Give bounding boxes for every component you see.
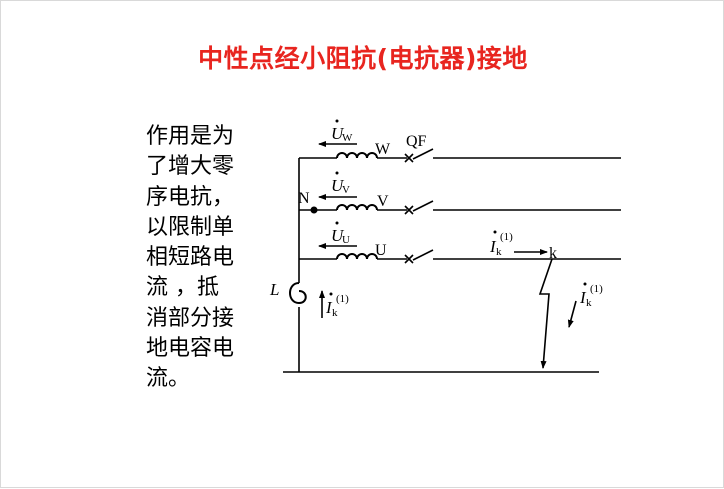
fault-current-symbol: I (489, 237, 497, 256)
description-line: 地电容电 (146, 336, 235, 362)
phase-v-label: V (377, 193, 389, 210)
fault-point-label: k (549, 245, 557, 262)
voltage-v-subscript: V (342, 184, 350, 196)
fault-current-superscript: (1) (500, 231, 513, 243)
inductor-coil (289, 282, 307, 305)
voltage-v-dot (335, 171, 339, 175)
description-line: 了增大零 (146, 154, 235, 180)
voltage-u-dot (335, 221, 339, 225)
description-line: 流。 (146, 366, 191, 392)
description-line: 序电抗， (146, 184, 235, 210)
winding-w (336, 152, 378, 159)
winding-v (336, 204, 378, 211)
voltage-v-symbol: U (331, 176, 345, 195)
phase-u-label: U (375, 242, 387, 259)
description-line: 相短路电 (146, 245, 235, 271)
voltage-w-subscript: W (342, 132, 353, 144)
fault-current-subscript: k (496, 246, 502, 258)
neutral-current-symbol: I (325, 298, 333, 317)
phase-w-label: W (375, 141, 391, 158)
neutral-label: N (298, 190, 310, 207)
fault-current-dot (493, 230, 497, 234)
ground-current-subscript: k (586, 297, 592, 309)
inductor-label: L (269, 280, 279, 299)
winding-u (336, 253, 378, 260)
voltage-w-symbol: U (331, 124, 345, 143)
breaker-label: QF (406, 133, 427, 150)
neutral-current-superscript: (1) (336, 293, 349, 305)
voltage-w-dot (335, 119, 339, 123)
breaker-w-blade (412, 148, 434, 160)
description-line: 作用是为 (146, 124, 235, 149)
voltage-u-symbol: U (331, 226, 345, 245)
neutral-current-subscript: k (332, 307, 338, 319)
breaker-v-blade (412, 200, 434, 212)
ground-current-symbol: I (579, 288, 587, 307)
breaker-u-cross (404, 254, 414, 264)
ground-current-dot (583, 282, 587, 286)
neutral-node-dot (310, 206, 318, 214)
breaker-u-blade (412, 249, 434, 261)
description-line: 消部分接 (146, 305, 235, 331)
slide-title: 中性点经小阻抗(电抗器)接地 (198, 44, 528, 73)
neutral-current-dot (329, 292, 333, 296)
breaker-w-cross (404, 153, 414, 163)
description-line: 流 ，抵 (146, 275, 219, 301)
fault-lightning (538, 258, 553, 369)
description-text: 作用是为 了增大零 序电抗， 以限制单 相短路电 流 ，抵 消部分接 地电容电 … (146, 122, 266, 395)
ground-current-arrow (567, 300, 577, 328)
voltage-u-subscript: U (342, 234, 350, 246)
description-line: 以限制单 (146, 214, 235, 240)
breaker-v-cross (404, 205, 414, 215)
ground-current-superscript: (1) (590, 283, 603, 295)
